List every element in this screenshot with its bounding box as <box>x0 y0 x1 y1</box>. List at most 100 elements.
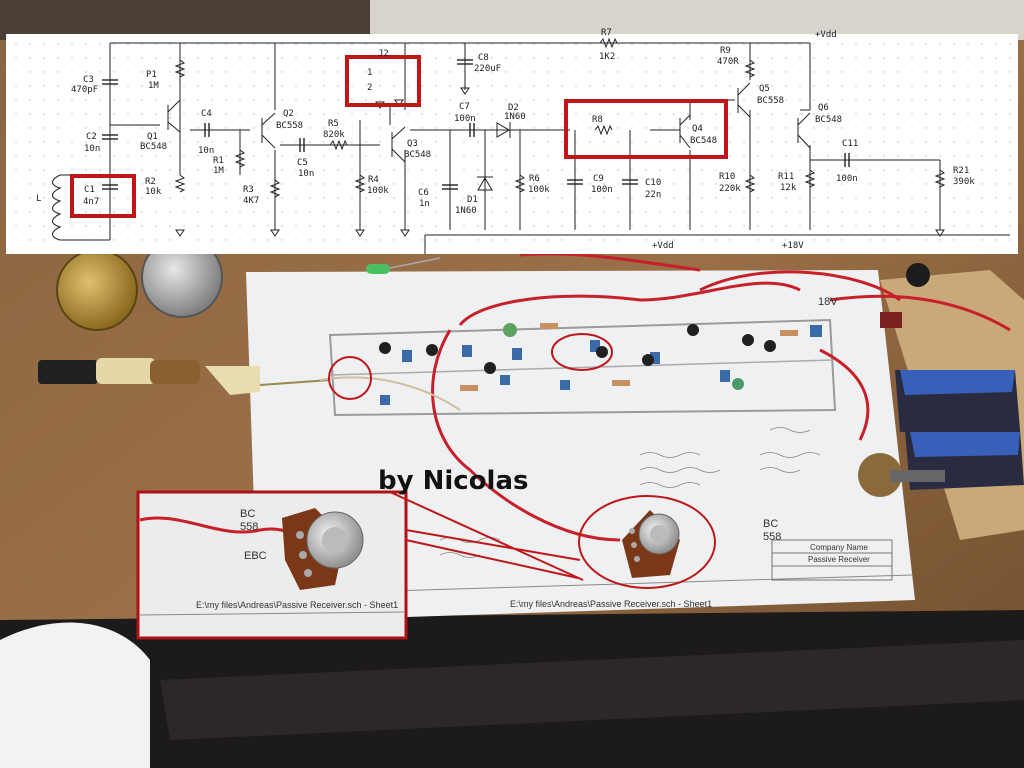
label-c5: C5 <box>297 158 308 168</box>
label-c11: C11 <box>842 139 859 149</box>
label-q3-value: BC548 <box>404 150 432 160</box>
red-wires <box>431 252 1011 542</box>
label-r4: R4 <box>368 175 379 185</box>
label-j2-pin1: 1 <box>367 68 373 78</box>
label-c3-value: 470pF <box>71 85 99 95</box>
inset-bc-label: BC <box>240 508 256 520</box>
inset-ebc-label: EBC <box>244 550 267 562</box>
label-d1-value: 1N60 <box>455 206 477 216</box>
paper-file-path: E:\my files\Andreas\Passive Receiver.sch… <box>510 599 713 609</box>
label-d1: D1 <box>467 195 478 205</box>
label-r2-value: 10k <box>145 187 162 197</box>
label-r1: R1 <box>213 156 224 166</box>
label-c4-value: 10n <box>198 146 215 156</box>
label-vdd-2: +Vdd <box>652 241 674 251</box>
probe-handle <box>38 360 98 384</box>
label-d2: D2 <box>508 103 519 113</box>
inset-file-path: E:\my files\Andreas\Passive Receiver.sch… <box>196 600 399 610</box>
paper-18v-note: 18V <box>818 296 838 308</box>
label-r4-value: 100k <box>367 186 389 196</box>
label-r7: R7 <box>601 28 612 38</box>
label-q4: Q4 <box>692 124 703 134</box>
label-p1: P1 <box>146 70 157 80</box>
white-cloth <box>0 622 150 768</box>
label-c10-value: 22n <box>645 190 662 200</box>
label-c2-value: 10n <box>84 144 101 154</box>
tape-wrap <box>205 366 260 395</box>
label-d2-value: 1N60 <box>504 112 526 122</box>
battery-1 <box>895 370 1020 432</box>
schematic-panel <box>6 34 1018 254</box>
label-c10: C10 <box>645 178 662 188</box>
label-r10: R10 <box>719 172 736 182</box>
label-c9: C9 <box>593 174 604 184</box>
bag-strap <box>160 640 1024 740</box>
label-r9-value: 470R <box>717 57 739 67</box>
label-vdd: +Vdd <box>815 30 837 40</box>
label-l: L <box>36 194 42 204</box>
label-c3: C3 <box>83 75 94 85</box>
switch <box>880 312 902 328</box>
label-q2-value: BC558 <box>276 121 304 131</box>
label-r11: R11 <box>778 172 795 182</box>
paper-sheet <box>246 270 915 622</box>
label-r6: R6 <box>529 174 540 184</box>
label-c1-value: 4n7 <box>83 197 100 207</box>
label-p1-value: 1M <box>148 81 159 91</box>
label-r21-value: 390k <box>953 177 975 187</box>
label-r21: R21 <box>953 166 970 176</box>
label-r5-value: 820k <box>323 130 345 140</box>
gold-coin <box>56 249 138 331</box>
label-r7-value: 1K2 <box>599 52 616 62</box>
label-c8: C8 <box>478 53 489 63</box>
label-r3: R3 <box>243 185 254 195</box>
label-r8: R8 <box>592 115 603 125</box>
circuit-assembly <box>328 318 837 417</box>
label-r6-value: 100k <box>528 185 550 195</box>
label-q5-value: BC558 <box>757 96 785 106</box>
label-j2: J2 <box>378 49 389 59</box>
title-block <box>771 539 893 581</box>
label-c9-value: 100n <box>591 185 613 195</box>
label-q6-value: BC548 <box>815 115 843 125</box>
inset-558-label: 558 <box>240 521 259 533</box>
label-j2-pin2: 2 <box>367 83 373 93</box>
label-c2: C2 <box>86 132 97 142</box>
label-c11-value: 100n <box>836 174 858 184</box>
label-c6-value: 1n <box>419 199 430 209</box>
label-c7: C7 <box>459 102 470 112</box>
highlight-marks <box>328 333 716 589</box>
label-r10-value: 220k <box>719 184 741 194</box>
magnified-inset <box>136 490 408 640</box>
label-c4: C4 <box>201 109 212 119</box>
label-q3: Q3 <box>407 139 418 149</box>
label-c6: C6 <box>418 188 429 198</box>
label-r2: R2 <box>145 177 156 187</box>
label-r1-value: 1M <box>213 166 224 176</box>
title-name: Passive Receiver <box>808 555 870 564</box>
label-c1: C1 <box>84 185 95 195</box>
label-q6: Q6 <box>818 103 829 113</box>
label-r3-value: 4K7 <box>243 196 260 206</box>
paper-558-label: 558 <box>763 531 782 543</box>
paper-bc-label: BC <box>763 518 779 530</box>
coil <box>150 360 200 384</box>
buzzer <box>906 263 930 287</box>
author-caption: by Nicolas <box>378 466 529 496</box>
label-r11-value: 12k <box>780 183 797 193</box>
label-q1: Q1 <box>147 132 158 142</box>
background-paper-top <box>370 0 1024 40</box>
label-c5-value: 10n <box>298 169 315 179</box>
title-company: Company Name <box>810 543 868 552</box>
label-c8-value: 220uF <box>474 64 502 74</box>
label-c7-value: 100n <box>454 114 476 124</box>
label-r5: R5 <box>328 119 339 129</box>
green-led <box>366 264 390 274</box>
label-r9: R9 <box>720 46 731 56</box>
label-q2: Q2 <box>283 109 294 119</box>
label-18v: +18V <box>782 241 804 251</box>
main-potentiometer <box>622 510 680 578</box>
probe-tape <box>96 358 156 384</box>
label-q4-value: BC548 <box>690 136 718 146</box>
